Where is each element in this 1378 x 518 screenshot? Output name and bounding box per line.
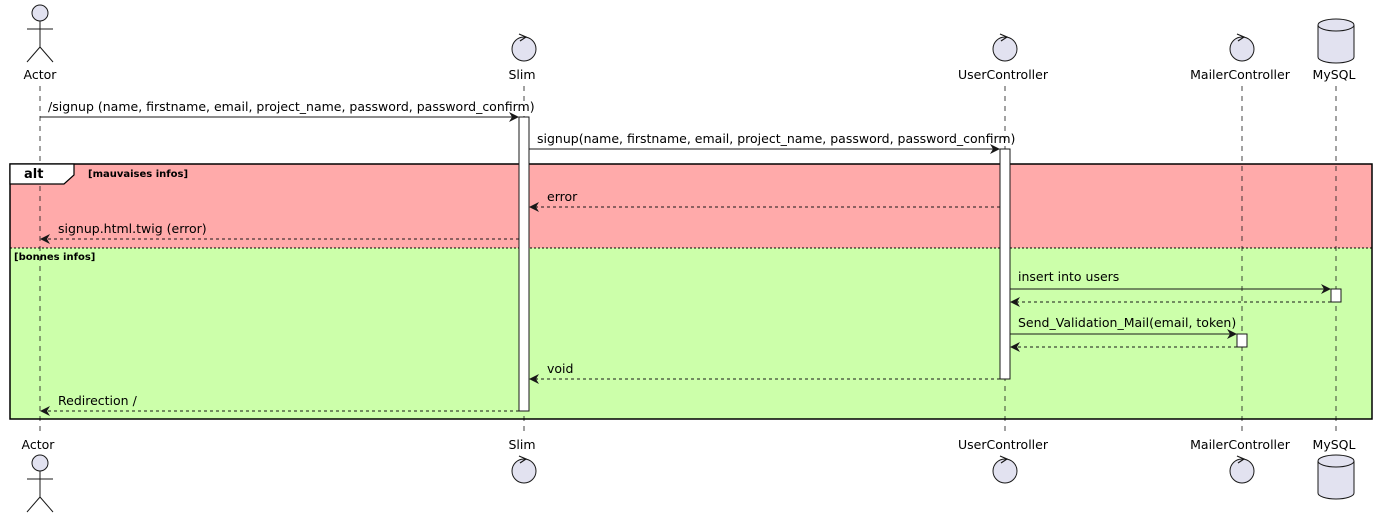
alt-guard-bad: [mauvaises infos] (88, 169, 188, 180)
database-icon-mysql-bottom (1317, 454, 1355, 500)
msg-label-insert-users: insert into users (1018, 269, 1119, 284)
control-icon-usercontroller-top (992, 33, 1018, 62)
actor-icon-bottom (26, 454, 54, 513)
msg-label-redirection: Redirection / (58, 393, 138, 408)
activation-slim (518, 116, 530, 412)
participant-name-mailercontroller-top: MailerController (1190, 67, 1291, 82)
participant-name-mysql-top: MySQL (1313, 67, 1356, 82)
msg-label-error: error (547, 189, 578, 204)
alt-frame (9, 163, 1373, 420)
control-icon-usercontroller-bottom (992, 455, 1018, 484)
participant-name-mailercontroller-bottom: MailerController (1190, 437, 1291, 452)
msg-label-void: void (547, 361, 573, 376)
msg-label-signup-request: /signup (name, firstname, email, project… (48, 99, 535, 114)
database-icon-mysql-top (1317, 18, 1355, 64)
alt-tab (9, 163, 75, 185)
control-icon-slim-bottom (511, 455, 537, 484)
control-icon-mailercontroller-top (1229, 33, 1255, 62)
msg-label-signup-call: signup(name, firstname, email, project_n… (537, 131, 1015, 146)
participant-name-usercontroller-top: UserController (958, 67, 1049, 82)
control-icon-mailercontroller-bottom (1229, 455, 1255, 484)
alt-guard-good: [bonnes infos] (14, 252, 95, 263)
activation-mailercontroller (1236, 333, 1248, 348)
actor-icon-top (26, 4, 54, 63)
activation-usercontroller (999, 148, 1011, 380)
msg-label-send-mail: Send_Validation_Mail(email, token) (1018, 315, 1236, 330)
participant-name-slim-top: Slim (508, 67, 535, 82)
participant-name-mysql-bottom: MySQL (1313, 437, 1356, 452)
participant-name-usercontroller-bottom: UserController (958, 437, 1049, 452)
messages (40, 112, 1331, 416)
alt-keyword: alt (24, 167, 43, 182)
alt-section-bad (10, 164, 1372, 248)
participant-name-actor-bottom: Actor (22, 437, 56, 452)
activation-mysql (1330, 288, 1342, 303)
participant-name-actor-top: Actor (24, 67, 58, 82)
participant-name-slim-bottom: Slim (508, 437, 535, 452)
activations (518, 116, 1342, 412)
msg-label-twig-error: signup.html.twig (error) (58, 221, 207, 236)
control-icon-slim-top (511, 33, 537, 62)
